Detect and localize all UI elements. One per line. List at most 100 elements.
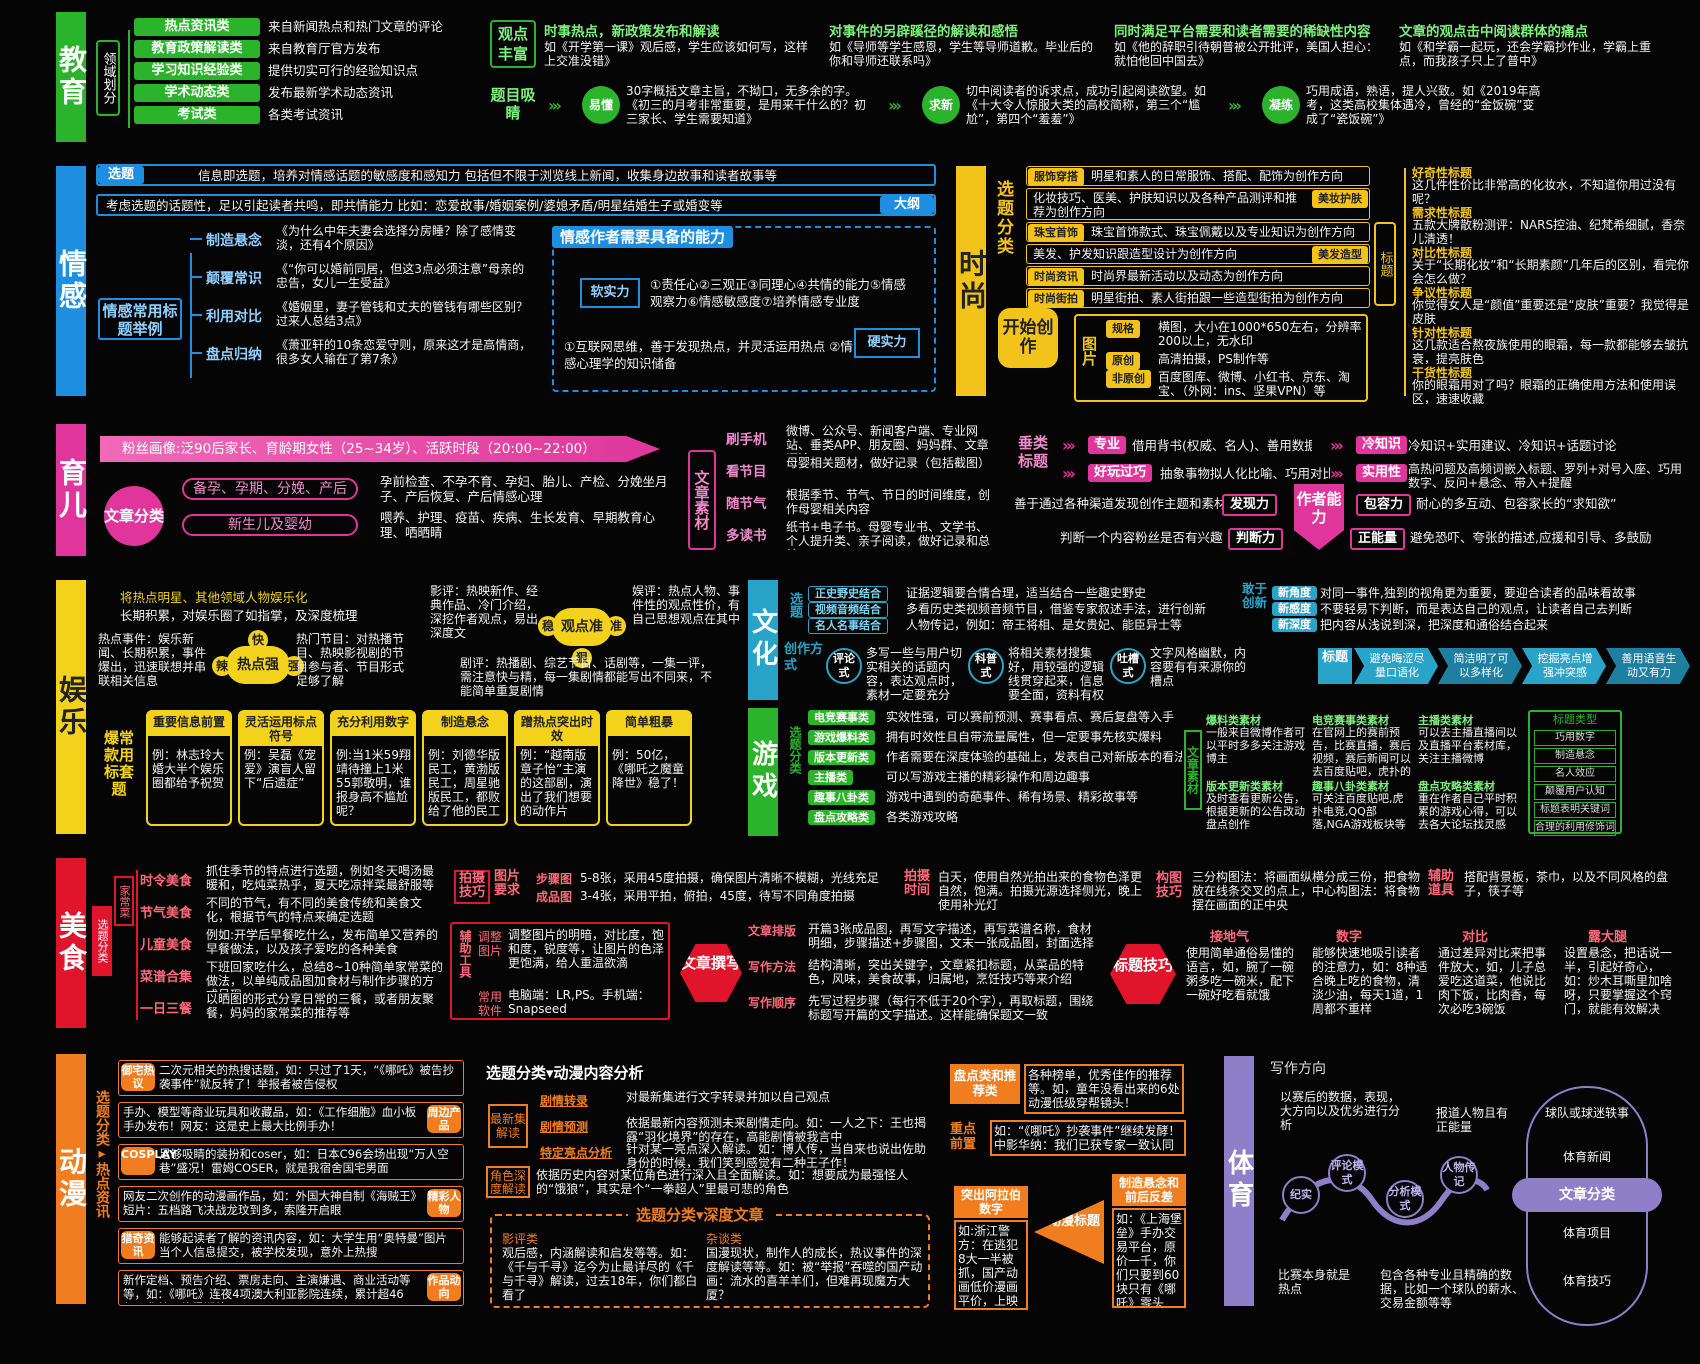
emo-tpl-key: 制造悬念 [206,233,262,249]
anime-row: 御宅热议二次元相关的热搜话题，如：只过了1天，“《哪吒》被告抄袭事件”就反转了！… [118,1060,464,1096]
food-write-key: 写作顺序 [748,996,797,1010]
food-aux-d: 搭配背景板，茶巾，以及不同风格的盘子，筷子等 [1464,870,1669,898]
fashion-title-key: 干货性标题 [1412,366,1473,380]
game-ttype-item: 名人效应 [1534,766,1616,782]
food-write-desc: 结构清晰，突出关键字，文章紧扣标题，从菜品的特色，风味，美食故事，归属地，烹饪技… [808,958,1085,986]
anime-misc-d: 国漫现状，制作人的成长，热议事件的深度解读等等。如：被“举报”吞噬的国产动画：流… [706,1246,923,1302]
game-row-key: 电竞赛事类 [808,710,875,725]
ent-kuai: 快 [248,630,268,650]
game-mat-key: 趣事八卦类素材 [1312,780,1389,793]
anime-row: 作品动向新作定档、预告介绍、票房走向、主演嫌遇、商业活动等等，如：《哪吒》连夜4… [118,1270,464,1306]
baby-section: 育儿 粉丝画像:泛90后家长、育龄期女性（25~34岁）、活跃时段（20:00~… [0,420,1700,560]
game-row-desc: 实效性强，可以赛前预测、赛事看点、赛后复盘等入手 [886,710,1175,724]
game-row-key: 主播类 [808,770,853,785]
food-write-desc: 先写过程步骤（每行不低于20个字），再取标题，围绕标题写开篇的文字描述。这样能确… [808,994,1094,1022]
food-comp: 构图技巧 [1156,871,1183,900]
emo-outline-desc: 考虑选题的话题性，足以引起读者共鸣，即共情能力 比如：恋爱故事/婚姻案例/婆媳矛… [106,198,723,213]
emo-soft-items: ①责任心②三观正③同理心④共情的能力⑤情感观察力⑥情感敏感度⑦培养情感专业度 [650,277,907,309]
food-soft: 常用软件 [478,990,503,1018]
food-row-desc: 下班回家吃什么，总结8~10种简单家常菜的做法，以单纯成品图加食材与制作步骤的方… [206,960,443,992]
ent-tip-box: 充分利用数字例:当1米59翔靖待撞上1米55郭敬明，谁报身高不尴尬呢？ [330,710,416,826]
game-ttype-item: 标题表明关键词 [1534,802,1616,818]
fashion-src-k: 非原创 [1106,370,1151,388]
emo-pick-label: 选题 [98,166,145,184]
culture-style-desc: 多写一些与用户切实相关的话题内容，表达观点时，素材一定要充分 [866,646,963,702]
emo-pick-row: 选题 信息即选题，培养对情感话题的敏感度和感知力 包括但不限于浏览线上新闻，收集… [96,164,936,186]
anime-mid-desc: 依据最新内容预测未来剧情走向。如：一人之下：王也揭露“羽化境界”的存在，高能剧情… [626,1116,927,1142]
game-mat-desc: 可以去主播直播间以及直播平台素材库，关注主播微博 [1418,726,1517,765]
culture-title-step: 善用语音生动又有力 [1606,648,1690,684]
sport-title: 体育 [1224,1056,1254,1306]
game-row-key: 盘点攻略类 [808,810,875,825]
emo-tpl-key: 利用对比 [206,309,262,325]
edu-cat-desc: 各类考试资讯 [268,107,344,122]
ent-tip-desc: 例：“越南版章子怡”主演的这部剧，演出了我们想要的动作片 [520,748,593,818]
game-row-desc: 各类游戏攻略 [886,810,959,824]
anime-mid-title: 选题分类▾动漫内容分析 [486,1064,644,1082]
culture-row-desc: 多看历史类视频音频节目，借鉴专家叙述手法，进行创新 [906,602,1207,616]
fashion-spec: 横图，大小在1000*650左右，分辨率200以上，无水印 [1158,320,1362,348]
edu-cat-label: 学习知识经验类 [134,62,260,80]
game-section: 游戏 选题分类 电竞赛事类实效性强，可以赛前预测、赛事看点、赛后复盘等入手游戏爆… [0,706,1700,842]
anime-mid-key: 剧情预测 [540,1120,589,1134]
fashion-pick: 选题分类 [993,180,1013,256]
fashion-row-desc: 珠宝首饰款式、珠宝佩戴以及专业知识为创作方向 [1091,225,1356,239]
fashion-row-desc: 明星和素人的日常服饰、搭配、配饰为创作方向 [1091,169,1344,183]
food-tt-desc: 设置悬念，把话说一半，引起好奇心，如：炒木耳嘶里加啥呀，只要掌握这个窍门，就能有… [1564,946,1673,1016]
game-title: 游戏 [748,708,778,836]
food-title: 美食 [55,858,88,1028]
sport-w1: 纪实 [1282,1176,1320,1214]
edu-view-desc: 如《他的辞职引待朝普被公开批评，美国人担心：就怕他回中国去》 [1114,40,1379,68]
fashion-row: 时尚街拍明星街拍、素人街拍跟一些造型街拍为创作方向 [1026,288,1370,308]
food-home: 家常菜 [114,876,134,926]
baby-mat-key: 随节气 [726,496,767,512]
baby-arrow-2: ››› [1330,436,1344,455]
emo-soft: 软实力 [580,278,640,308]
edu-cat-label: 教育政策解读类 [134,40,260,58]
baby-fun: 好玩过巧 [1088,464,1153,482]
baby-mat-key: 看节目 [726,464,767,480]
anime-num-d: 如:浙江警方：在逃犯8大一半被抓，国产动画低价漫画平价，上映3天全台门户数据过2… [954,1220,1028,1310]
baby-judge-d: 判断一个内容粉丝是否有兴趣 [1060,530,1223,545]
anime-front: 重点前置 [950,1122,977,1152]
sport-w3: 分析模式 [1386,1180,1424,1218]
game-row-desc: 作者需要在深度体验的基础上，发表自己对新版本的看法或玩法 [886,750,1182,764]
culture-new-key: 新角度 [1272,586,1317,600]
game-mat-desc: 在官网上的赛前预告，比赛直播，赛后视频，赛后新闻可以去百度贴吧，虎扑的电竞板块找… [1312,726,1411,778]
anime-mid-key: 特定亮点分析 [540,1146,613,1160]
game-mat-key: 主播类素材 [1418,714,1473,727]
edu-view-title: 文章的观点击中阅读群体的痛点 [1399,24,1588,40]
anime-mid-left: 最新集解读 [488,1104,528,1148]
ent-wen: 稳 [538,616,558,636]
ent-la: 辣 [212,656,232,676]
sport-r3: 体育项目 [1562,1226,1611,1240]
baby-c2: 新生儿及婴幼 [182,514,358,536]
culture-new-desc: 不要轻易下判断，而是表达自己的观点，让读者自己去判断 [1320,602,1633,616]
fashion-row: 时尚资讯时尚界最新活动以及动态为创作方向 [1026,266,1370,286]
fashion-title-desc: 关于“长期化妆”和“长期素颜”几年后的区别，看完你会怎么做？ [1412,258,1689,284]
baby-pro: 专业 [1088,436,1127,454]
ent-tip-key: 蹭热点突出时效 [516,712,598,746]
food-write-key: 文章排版 [748,924,797,938]
fashion-src: 百度图库、微博、小红书、京东、淘宝、（外网：ins、坚果VPN）等 [1158,370,1351,398]
baby-c1: 备孕、孕期、分娩、产后 [182,478,358,500]
sport-r4: 体育技巧 [1562,1274,1611,1288]
emo-title: 情感 [55,166,88,396]
edu-section: 教育 领域划分 热点资讯类来自新闻热点和热门文章的评论教育政策解读类来自教育厅官… [0,0,1700,150]
anime-row-desc: 能够起读者了解的资讯内容，如：大学生用“奥特曼”图片当个人信息提交，被学校发现，… [159,1231,447,1259]
ent-tip-box: 简单粗暴例：50亿，《哪吒之魔童降世》稳了！ [606,710,692,826]
game-ttype-box: 标题类型 巧用数字制造悬念名人效应颠覆用户认知标题表明关键词合理的利用修饰词 [1528,710,1622,836]
anime-row: 精彩人物网友二次创作的动漫画作品，如：外国大神自制《海贼王》短片：五档路飞决战龙… [118,1186,464,1222]
game-row-desc: 可以写游戏主播的精彩操作和周边趣事 [886,770,1091,784]
anime-row-desc: 网友二次创作的动漫画作品，如：外国大神自制《海贼王》短片：五档路飞决战龙玟到多，… [123,1189,417,1217]
fashion-row: 珠宝首饰珠宝首饰款式、珠宝佩戴以及专业知识为创作方向 [1026,222,1370,242]
baby-vt: 垂类标题 [1018,434,1049,470]
food-row-desc: 抓住季节的特点进行选题，例如冬天喝汤最暖和，吃炖菜热乎，夏天吃凉拌菜最舒服等 [206,864,435,892]
food-steps: 5-8张，采用45度拍摄，确保图片清晰不模糊，光线充足 [580,871,879,885]
ent-tip-key: 灵活运用标点符号 [240,712,322,746]
baby-mat-key: 多读书 [726,528,767,544]
culture-new-desc: 对同一事件,独到的视角更为重要，要迎合读者的品味看故事 [1320,586,1636,600]
anime-row-desc: 二次元相关的热搜话题，如：只过了1天，“《哪吒》被告抄袭事件”就反转了！举报者被… [159,1063,455,1091]
edu-title: 教育 [55,12,88,142]
